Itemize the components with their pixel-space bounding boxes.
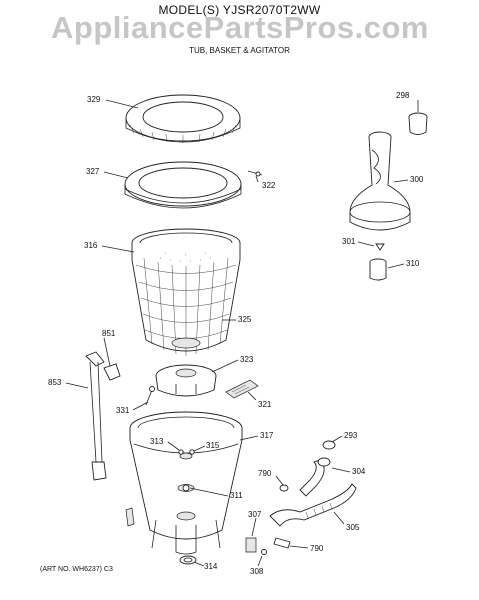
part-322-screw[interactable]	[247, 170, 263, 177]
part-790-clamp-upper[interactable]	[279, 484, 289, 492]
callout-301: 301	[342, 237, 356, 246]
section-title: TUB, BASKET & AGITATOR	[189, 46, 290, 55]
callout-311: 311	[230, 491, 243, 500]
callout-790-lower: 790	[310, 544, 324, 553]
part-301-bolt[interactable]	[375, 243, 385, 251]
callout-851: 851	[102, 329, 116, 338]
part-316-basket[interactable]	[131, 228, 241, 356]
callout-307: 307	[248, 510, 262, 519]
callout-323: 323	[240, 355, 254, 364]
model-title: MODEL(S) YJSR2070T2WW	[158, 3, 321, 17]
callout-308: 308	[250, 567, 264, 576]
callout-298: 298	[396, 91, 410, 100]
callout-322: 322	[262, 181, 276, 190]
part-308-screw[interactable]	[261, 549, 267, 555]
callout-790-upper: 790	[258, 469, 272, 478]
part-293-clamp[interactable]	[322, 440, 336, 450]
callout-313: 313	[150, 437, 164, 446]
callout-327: 327	[86, 167, 100, 176]
part-317-outer-tub[interactable]	[125, 411, 243, 555]
callout-labels: 329 327 322 316 325 851 853 323 331 321 …	[48, 91, 424, 576]
callout-314: 314	[204, 562, 218, 571]
part-310-coupling[interactable]	[369, 258, 387, 281]
part-298-agitator-cap[interactable]	[408, 112, 428, 135]
callout-321: 321	[258, 400, 272, 409]
part-307-bracket[interactable]	[245, 537, 257, 553]
part-853-suspension-rod[interactable]	[85, 351, 107, 481]
part-304-hose[interactable]	[299, 457, 331, 497]
callout-316: 316	[84, 241, 98, 250]
part-311-seal[interactable]	[182, 484, 190, 492]
callout-325: 325	[238, 315, 252, 324]
callout-293: 293	[344, 431, 358, 440]
callout-300: 300	[410, 175, 424, 184]
part-300-agitator[interactable]	[349, 131, 411, 231]
watermark-text: AppliancePartsPros.com	[51, 10, 429, 45]
art-number: (ART NO. WH6237) C3	[40, 566, 113, 573]
part-331-bolt[interactable]	[145, 386, 155, 406]
callout-310: 310	[406, 259, 420, 268]
part-329-tub-cover[interactable]	[125, 94, 241, 143]
callout-331: 331	[116, 406, 130, 415]
callout-305: 305	[346, 523, 360, 532]
part-851-cap[interactable]	[103, 363, 121, 381]
part-305-drain-hose[interactable]	[269, 483, 357, 527]
part-315-fastener[interactable]	[189, 449, 195, 455]
part-790-clamp-lower[interactable]	[273, 537, 291, 549]
callout-304: 304	[352, 467, 366, 476]
part-323-hub[interactable]	[155, 364, 217, 397]
part-327-balance-ring[interactable]	[124, 161, 242, 209]
part-314-gasket[interactable]	[179, 555, 197, 565]
part-321-filter[interactable]	[225, 379, 259, 399]
leader-lines	[65, 99, 419, 567]
callout-329: 329	[87, 95, 101, 104]
callout-853: 853	[48, 378, 62, 387]
callout-315: 315	[206, 441, 220, 450]
part-313-fastener[interactable]	[178, 449, 184, 455]
callout-317: 317	[260, 431, 274, 440]
